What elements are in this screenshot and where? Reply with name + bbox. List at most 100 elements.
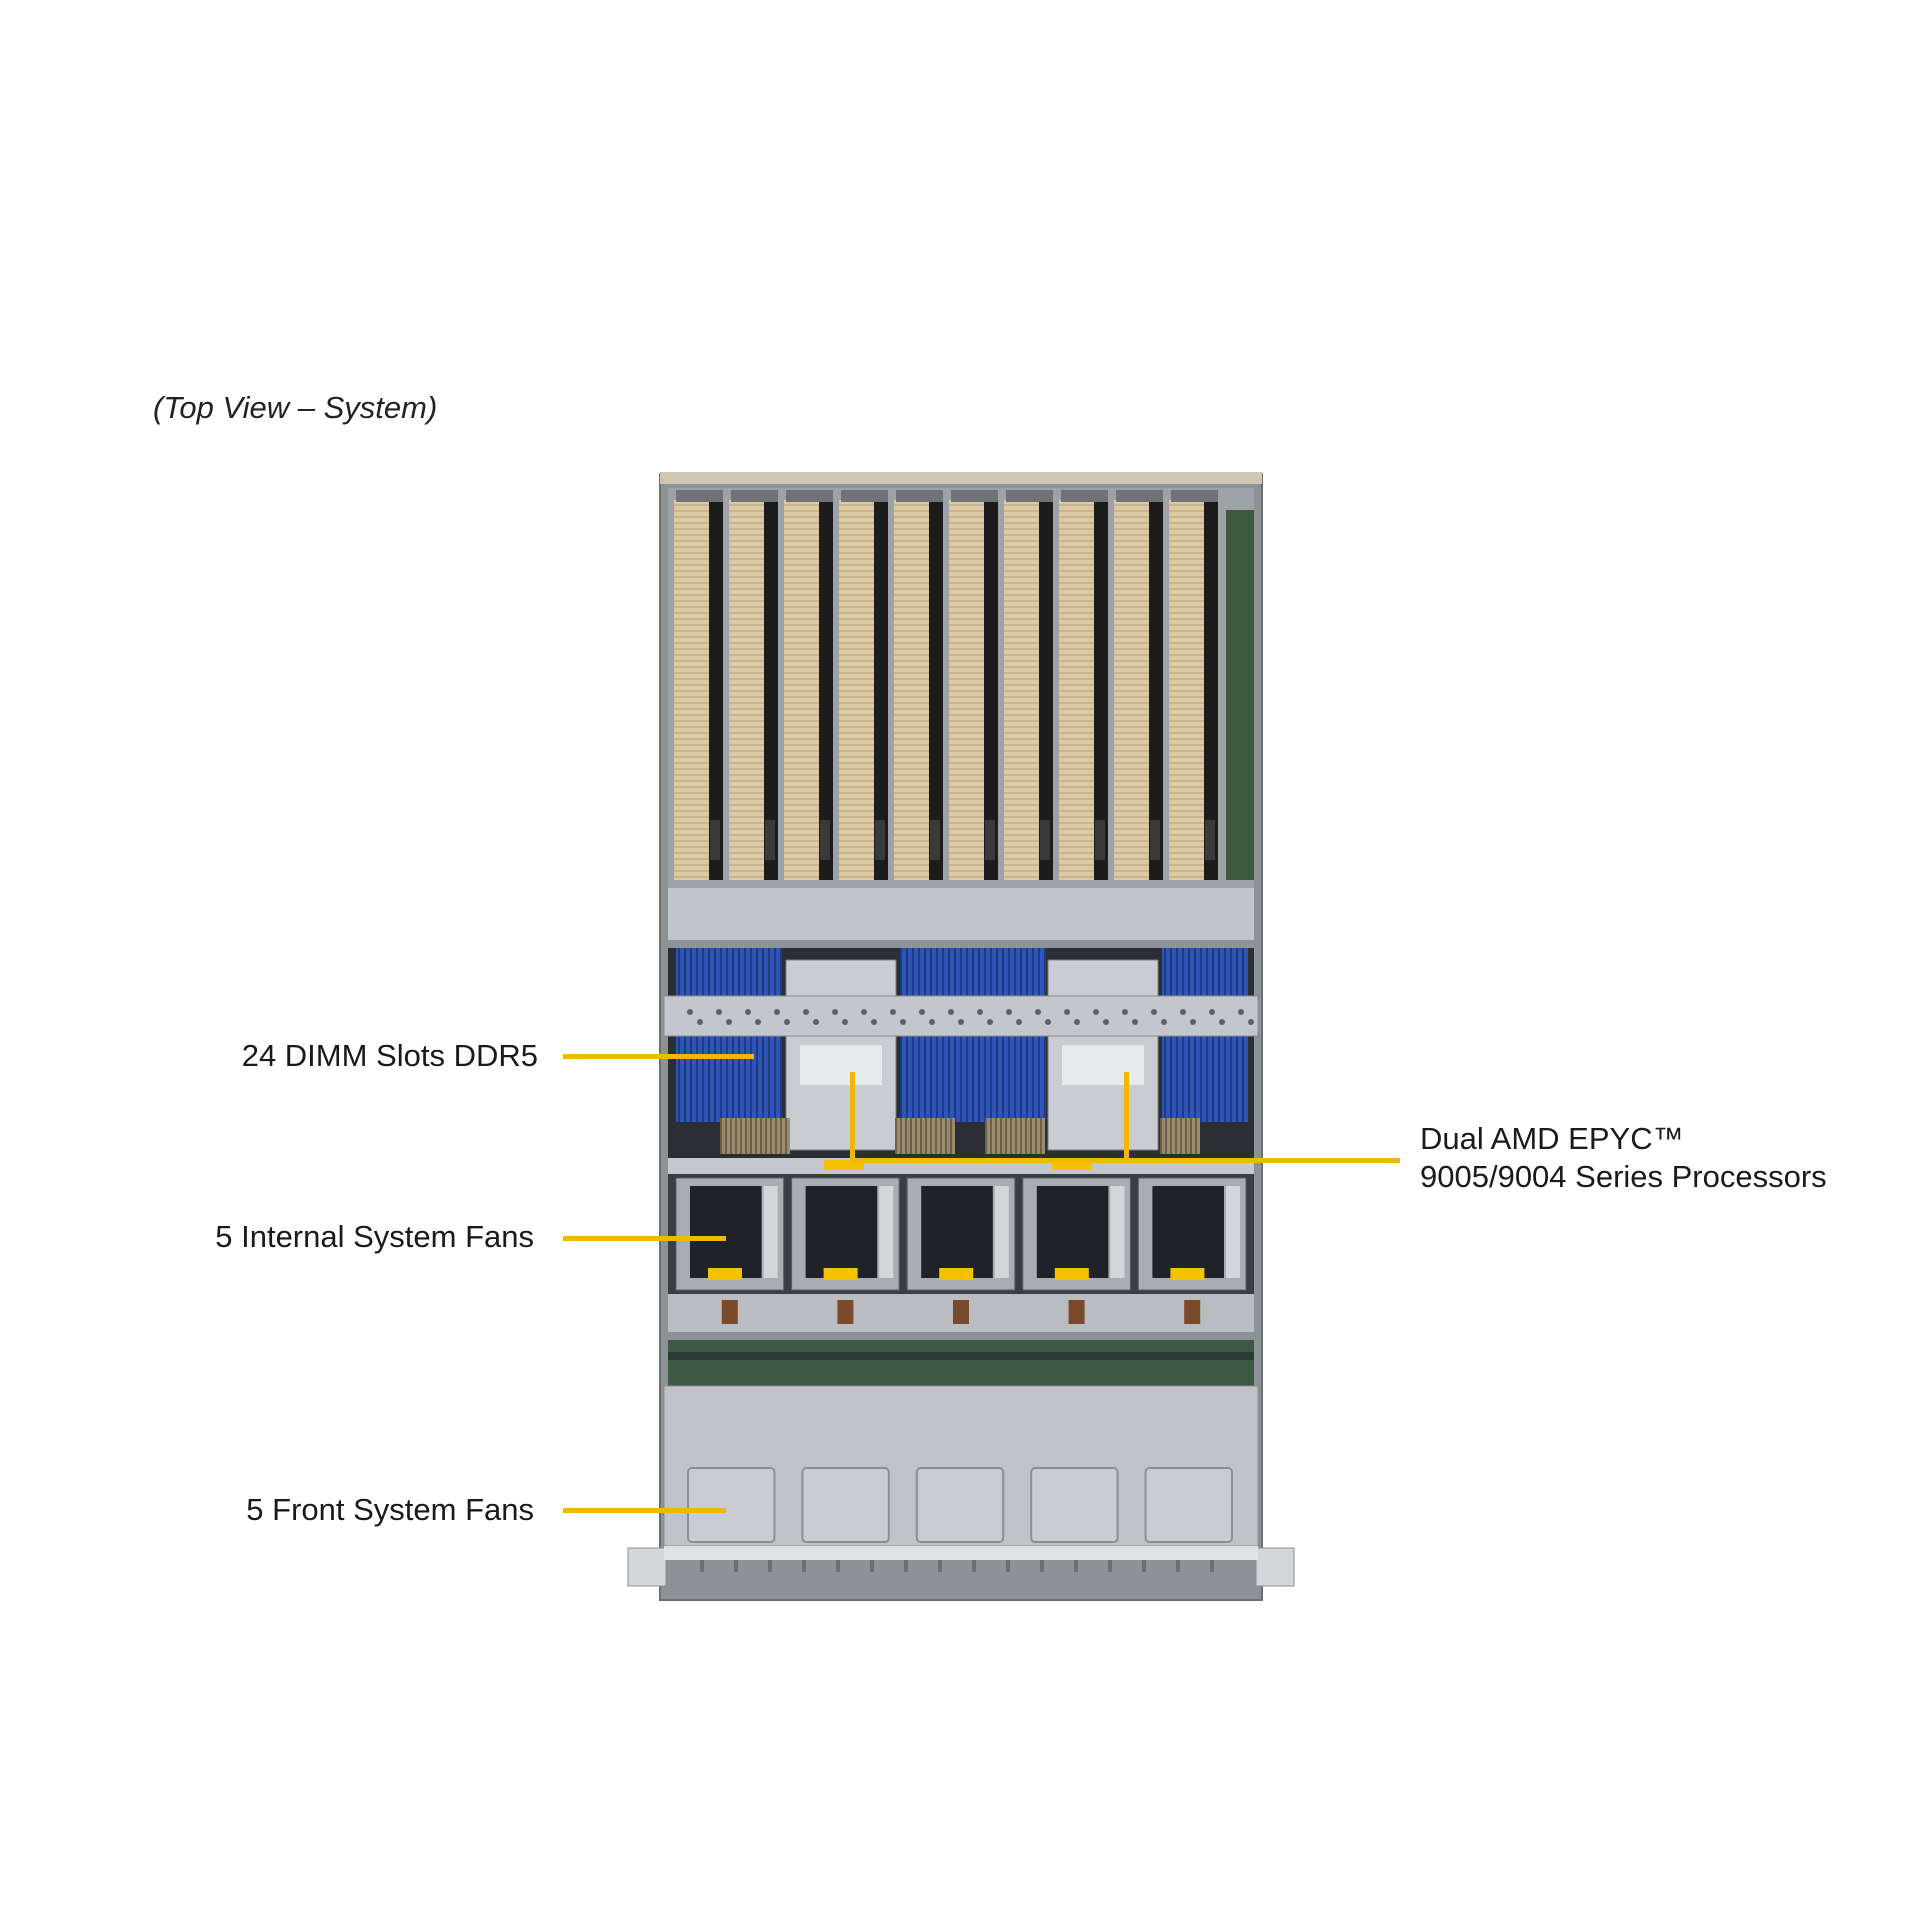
dimm-bank xyxy=(1162,948,1248,1122)
backplane-strip xyxy=(668,1352,1254,1360)
dimm-banks xyxy=(676,948,1248,1122)
front-tab xyxy=(1210,1560,1214,1572)
rack-ear-left xyxy=(627,1547,667,1587)
front-tab xyxy=(972,1560,976,1572)
fan-connectors xyxy=(721,1300,1201,1324)
fan-connector xyxy=(837,1300,854,1324)
brace-hole xyxy=(745,1009,751,1015)
label-cpu-line1: Dual AMD EPYC™ xyxy=(1420,1121,1684,1156)
front-tab xyxy=(1074,1560,1078,1572)
brace-hole xyxy=(890,1009,896,1015)
label-cpu: Dual AMD EPYC™ 9005/9004 Series Processo… xyxy=(1420,1120,1827,1196)
gpu-card xyxy=(1114,490,1163,880)
front-tab xyxy=(836,1560,840,1572)
internal-fan xyxy=(791,1177,900,1291)
brace-hole xyxy=(755,1019,761,1025)
front-fans xyxy=(687,1467,1233,1543)
front-tab xyxy=(1176,1560,1180,1572)
brace-hole xyxy=(726,1019,732,1025)
front-tab xyxy=(1108,1560,1112,1572)
front-tabs xyxy=(700,1560,1214,1572)
brace-hole xyxy=(1151,1009,1157,1015)
brace-hole xyxy=(1103,1019,1109,1025)
front-fan xyxy=(801,1467,890,1543)
brace-hole xyxy=(716,1009,722,1015)
gpu-card xyxy=(729,490,778,880)
brace-hole xyxy=(861,1009,867,1015)
brace-hole xyxy=(929,1019,935,1025)
gpu-card xyxy=(1059,490,1108,880)
internal-fan xyxy=(906,1177,1016,1291)
front-tab xyxy=(1040,1560,1044,1572)
brace-hole xyxy=(1064,1009,1070,1015)
brace-hole xyxy=(1161,1019,1167,1025)
brace-hole xyxy=(784,1019,790,1025)
brace-hole xyxy=(1045,1019,1051,1025)
brace-hole xyxy=(1016,1019,1022,1025)
brace-hole xyxy=(1074,1019,1080,1025)
brace-hole xyxy=(1180,1009,1186,1015)
callout-line-cpu1-vertical xyxy=(850,1072,855,1162)
fan-connector xyxy=(1068,1300,1085,1324)
gpu-card xyxy=(839,490,888,880)
brace-hole xyxy=(1132,1019,1138,1025)
brace-holes xyxy=(687,1009,1254,1025)
brace-hole xyxy=(1190,1019,1196,1025)
dimm-bank xyxy=(900,948,1046,1122)
rack-ear-right xyxy=(1255,1547,1295,1587)
backplane xyxy=(668,1340,1254,1386)
label-internal-fans: 5 Internal System Fans xyxy=(215,1219,534,1254)
gpu-cards xyxy=(674,490,1218,880)
front-tab xyxy=(1142,1560,1146,1572)
brace-hole xyxy=(1209,1009,1215,1015)
gpu-card xyxy=(1169,490,1218,880)
front-fan xyxy=(1030,1467,1119,1543)
brace-hole xyxy=(1093,1009,1099,1015)
brace-hole xyxy=(977,1009,983,1015)
cpu-heatsink-1 xyxy=(720,959,955,1154)
brace-hole xyxy=(1122,1009,1128,1015)
front-tab xyxy=(700,1560,704,1572)
front-tab xyxy=(802,1560,806,1572)
brace-hole xyxy=(987,1019,993,1025)
internal-fans xyxy=(675,1177,1247,1291)
brace-hole xyxy=(1238,1009,1244,1015)
brace-hole xyxy=(958,1019,964,1025)
fan-label-2 xyxy=(1052,1160,1092,1170)
internal-fan xyxy=(1137,1177,1247,1291)
brace-hole xyxy=(842,1019,848,1025)
cpu-heatsink-2 xyxy=(985,959,1200,1154)
gpu-card xyxy=(674,490,723,880)
caption: (Top View – System) xyxy=(153,390,438,425)
brace-hole xyxy=(948,1009,954,1015)
fan-label-1 xyxy=(824,1160,864,1170)
callout-line-internal-fans xyxy=(563,1236,726,1241)
internal-fan xyxy=(1022,1177,1131,1291)
front-fan xyxy=(1144,1467,1233,1543)
brace-hole xyxy=(871,1019,877,1025)
cross-brace xyxy=(663,995,1259,1037)
front-fan xyxy=(915,1467,1005,1543)
front-lip xyxy=(664,1546,1258,1560)
air-baffle xyxy=(668,888,1254,943)
baffle-shadow xyxy=(668,940,1254,948)
chassis-top-edge xyxy=(660,472,1262,484)
internal-fan xyxy=(675,1177,785,1291)
label-cpu-line2: 9005/9004 Series Processors xyxy=(1420,1159,1827,1194)
brace-hole xyxy=(813,1019,819,1025)
fan-connector xyxy=(953,1300,969,1324)
label-front-fans: 5 Front System Fans xyxy=(246,1492,534,1527)
brace-hole xyxy=(774,1009,780,1015)
callout-line-cpu2-vertical xyxy=(1124,1072,1129,1162)
brace-hole xyxy=(697,1019,703,1025)
brace-hole xyxy=(1035,1009,1041,1015)
gpu-card xyxy=(949,490,998,880)
gpu-card xyxy=(894,490,943,880)
callout-line-dimm xyxy=(563,1054,754,1059)
brace-hole xyxy=(919,1009,925,1015)
brace-hole xyxy=(832,1009,838,1015)
front-fan xyxy=(687,1467,776,1543)
fan-connector xyxy=(721,1300,738,1324)
front-tab xyxy=(768,1560,772,1572)
